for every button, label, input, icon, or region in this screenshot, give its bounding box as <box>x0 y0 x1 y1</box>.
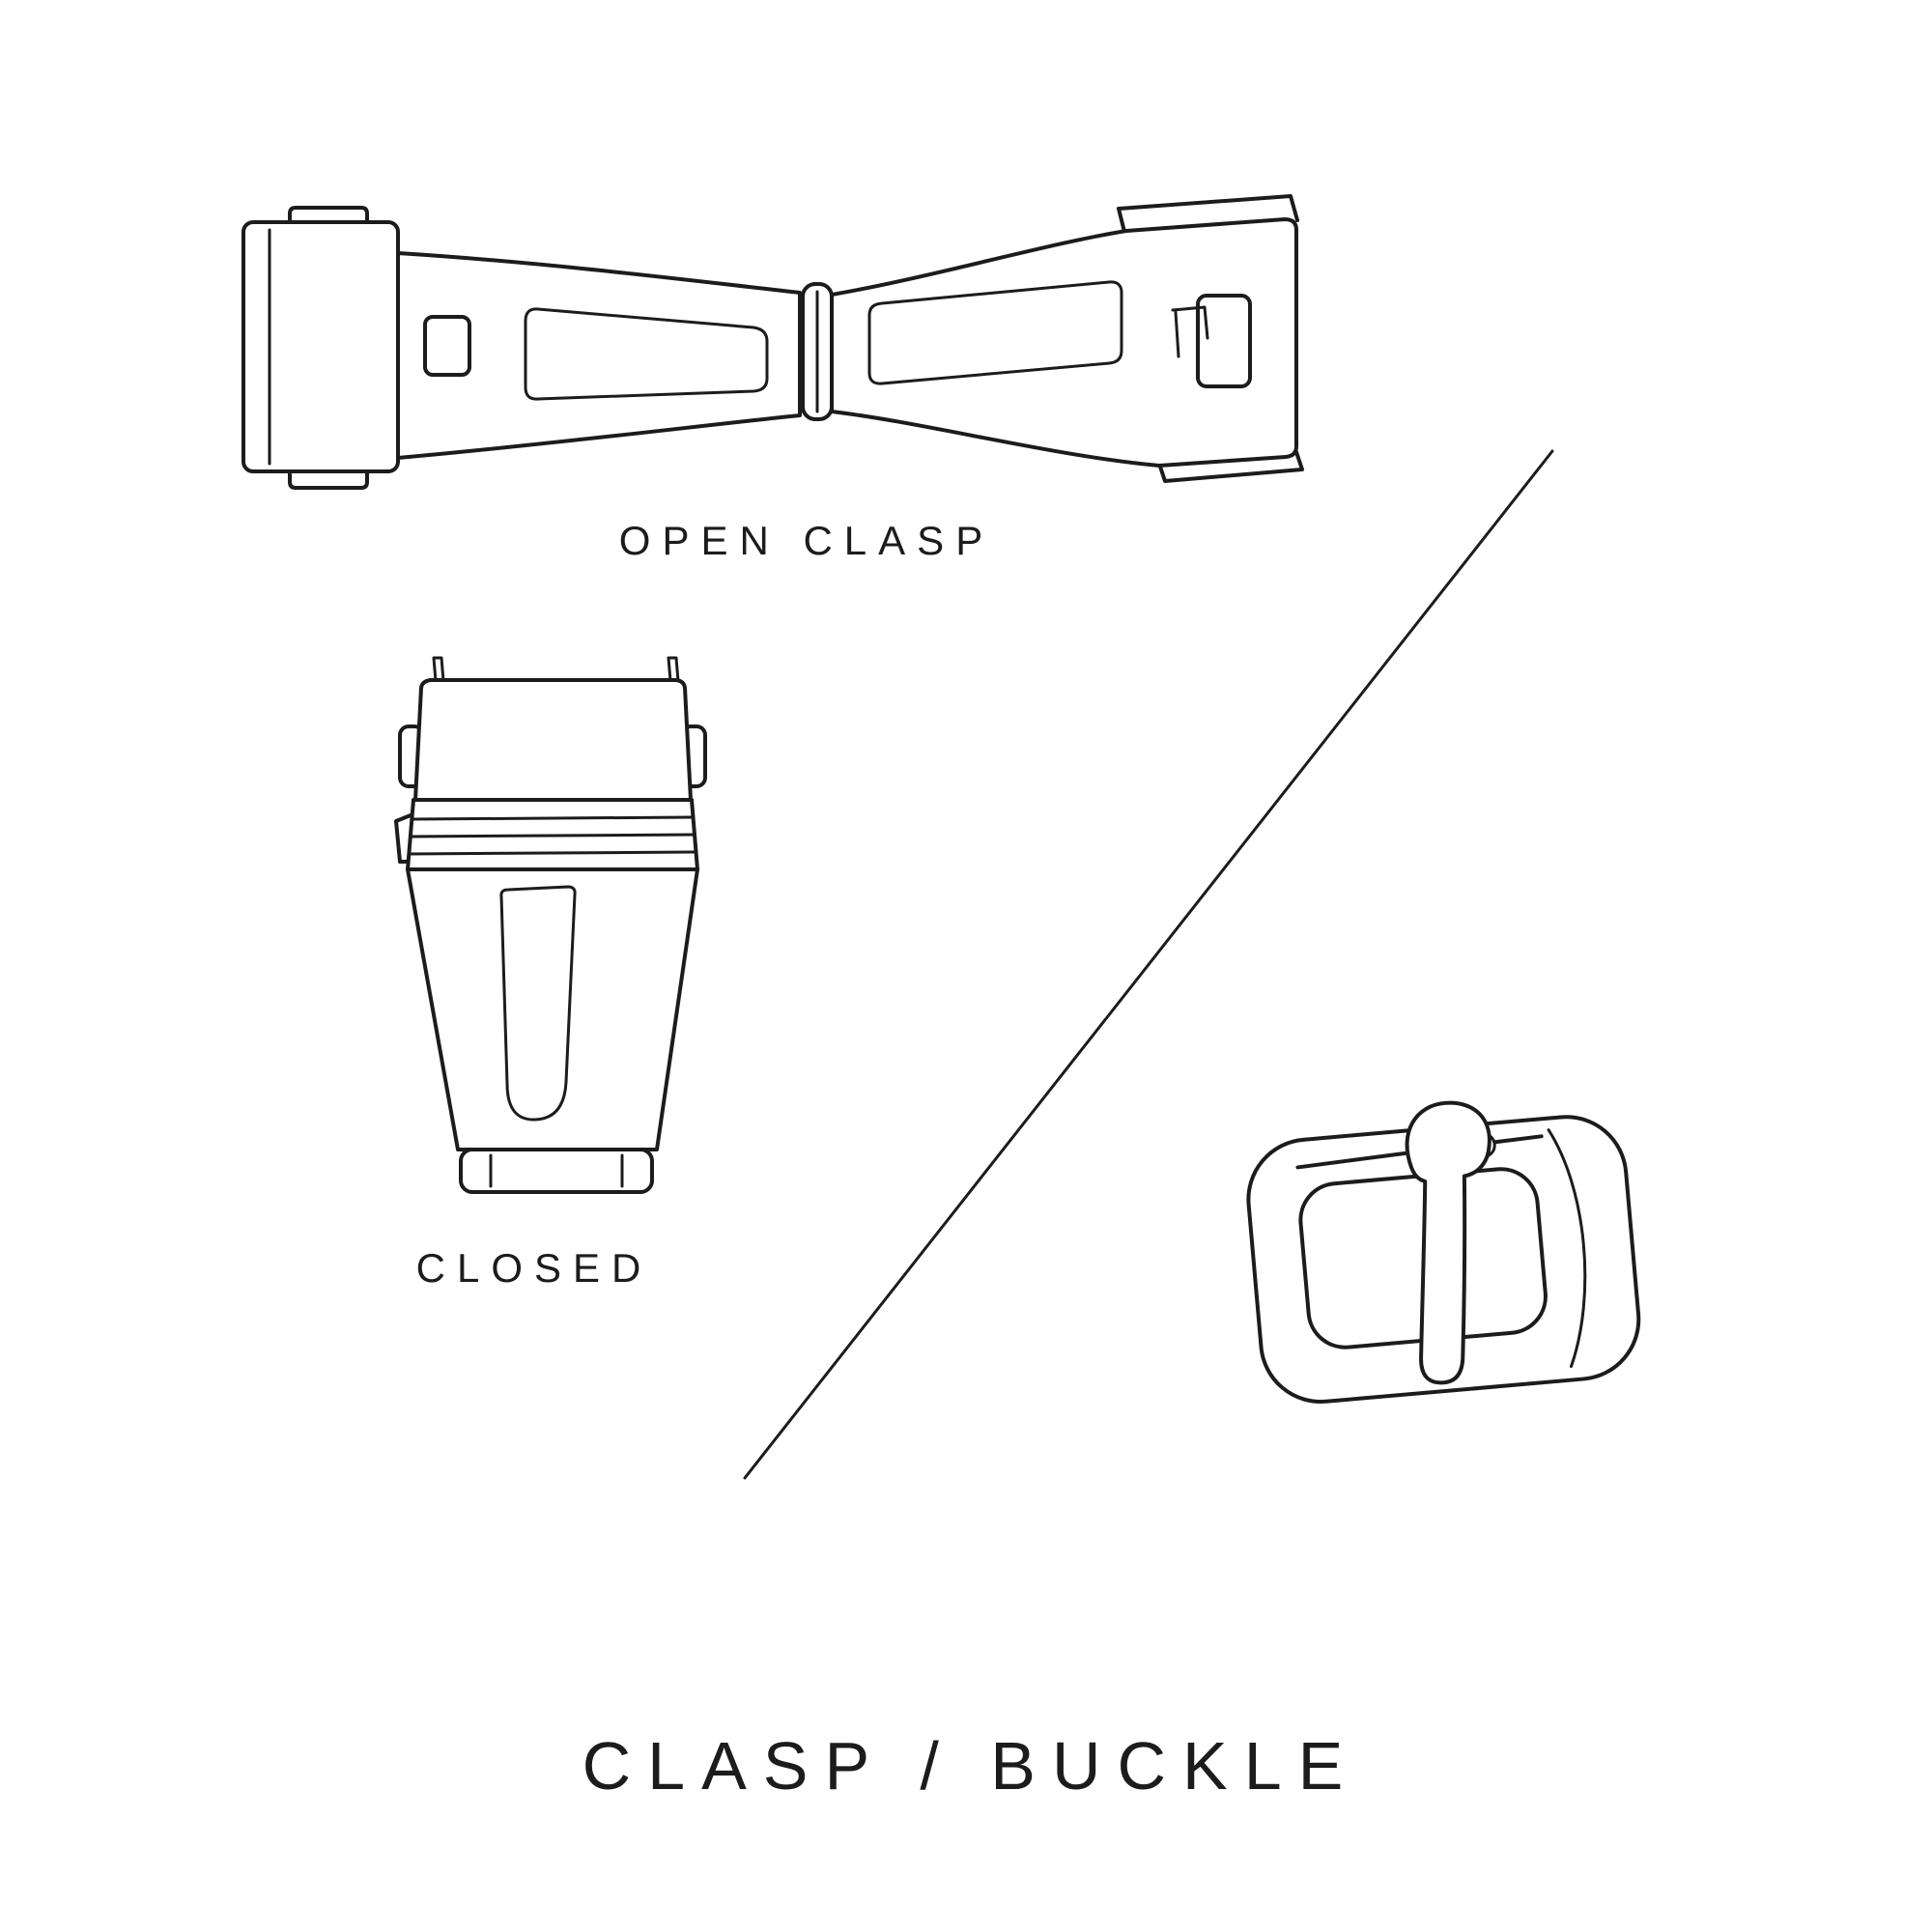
open-clasp-top-tab <box>288 206 369 226</box>
open-clasp-illustration <box>242 194 1304 490</box>
buckle-tongue <box>1405 1100 1492 1385</box>
buckle-illustration <box>1246 1100 1641 1405</box>
buckle-pin-right <box>1488 1134 1544 1146</box>
closed-clasp-body <box>406 867 699 1151</box>
open-clasp-left-arm-inner-outline <box>524 307 769 401</box>
open-clasp-catch-hook-line <box>1174 310 1180 358</box>
closed-clasp-band-line-1 <box>411 815 695 821</box>
closed-clasp-foot <box>459 1148 654 1194</box>
closed-clasp-top-block <box>413 678 693 802</box>
closed-clasp-body-inner-outline <box>499 885 577 1122</box>
open-clasp-label: OPEN CLASP <box>618 518 995 563</box>
buckle-pin-left <box>1295 1151 1411 1170</box>
buckle-right-edge-line <box>1547 1128 1587 1369</box>
open-clasp-left-arm <box>396 251 802 460</box>
closed-clasp-label: CLOSED <box>415 1245 653 1291</box>
open-clasp-bottom-tab <box>288 469 369 490</box>
open-clasp-catch-slot <box>1196 294 1252 388</box>
open-clasp-hook-cutout <box>423 315 471 377</box>
closed-clasp-left-prong <box>432 656 445 683</box>
closed-clasp-right-prong <box>667 656 680 683</box>
open-clasp-catch-hook <box>1171 305 1209 340</box>
closed-clasp-band-line-2 <box>409 833 696 838</box>
page-title: CLASP / BUCKLE <box>582 1728 1360 1804</box>
closed-clasp-band-line-3 <box>408 850 697 856</box>
open-clasp-end-link <box>242 220 400 473</box>
open-clasp-right-arm-inner-outline <box>867 280 1123 385</box>
closed-clasp-illustration <box>394 656 707 1194</box>
divider-line <box>743 449 1554 1480</box>
open-clasp-right-arm <box>830 217 1298 468</box>
